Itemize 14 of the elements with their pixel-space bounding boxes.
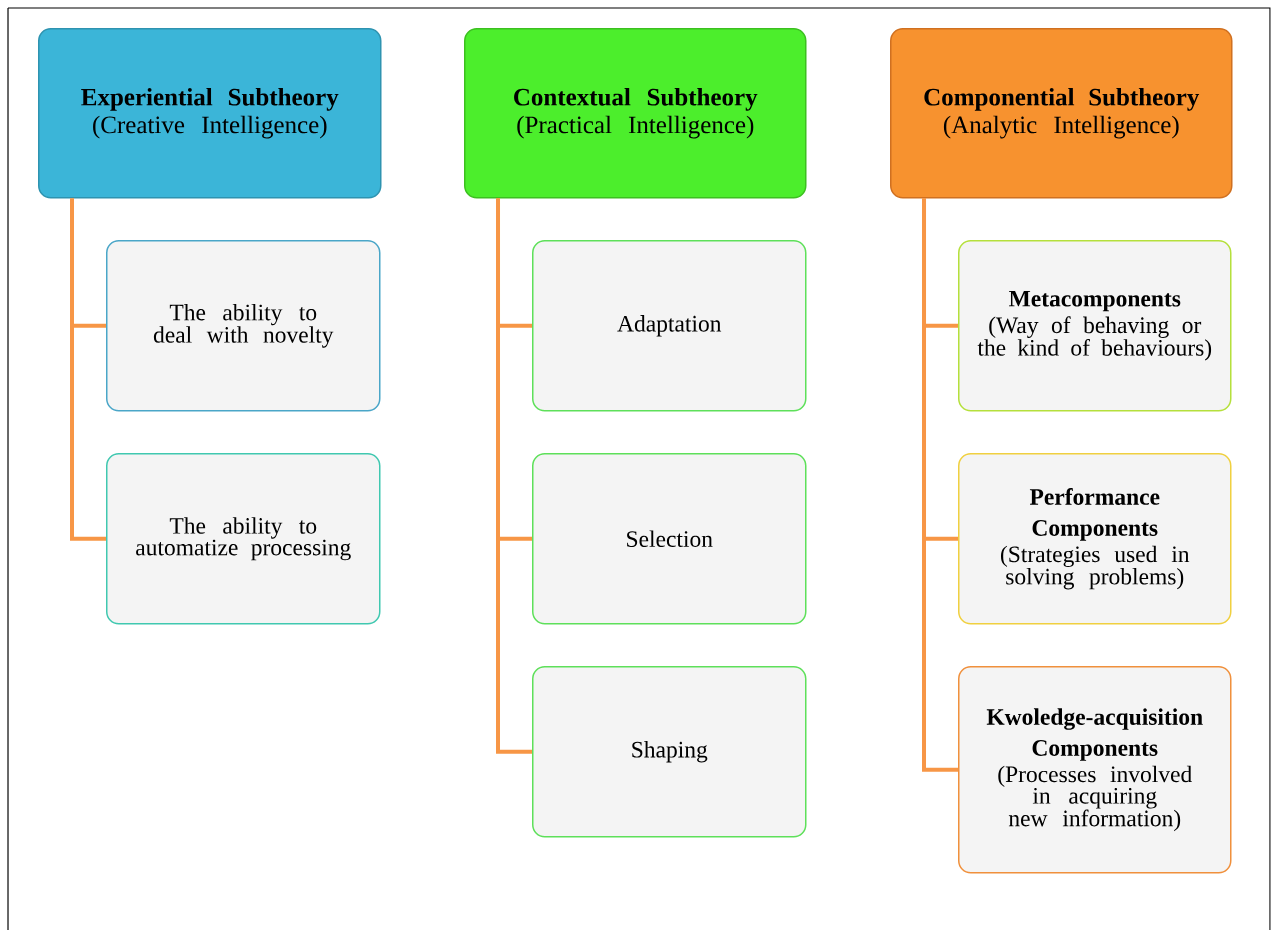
item-box: Shaping bbox=[532, 666, 807, 838]
category-box: Contextual Subtheory (Practical Intelligence) bbox=[464, 28, 807, 199]
item-box: Performance Components (Strategies used in solving problems) bbox=[958, 453, 1232, 625]
item-box: The ability to deal with novelty bbox=[106, 240, 381, 412]
category-box: Componential Subtheory (Analytic Intelligence) bbox=[890, 28, 1233, 199]
connector-line bbox=[922, 198, 958, 772]
item-box: Selection bbox=[532, 453, 807, 625]
category-box: Experiential Subtheory (Creative Intelligence) bbox=[38, 28, 382, 199]
item-box: Kwoledge-acquisition Components (Processes involved in acquiring new information) bbox=[958, 666, 1232, 874]
item-box: The ability to automatize processing bbox=[106, 453, 381, 625]
item-box: Adaptation bbox=[532, 240, 807, 412]
item-box: Metacomponents (Way of behaving or the kind of behaviours) bbox=[958, 240, 1232, 412]
connector-line bbox=[496, 198, 532, 754]
connector-line bbox=[70, 198, 106, 541]
